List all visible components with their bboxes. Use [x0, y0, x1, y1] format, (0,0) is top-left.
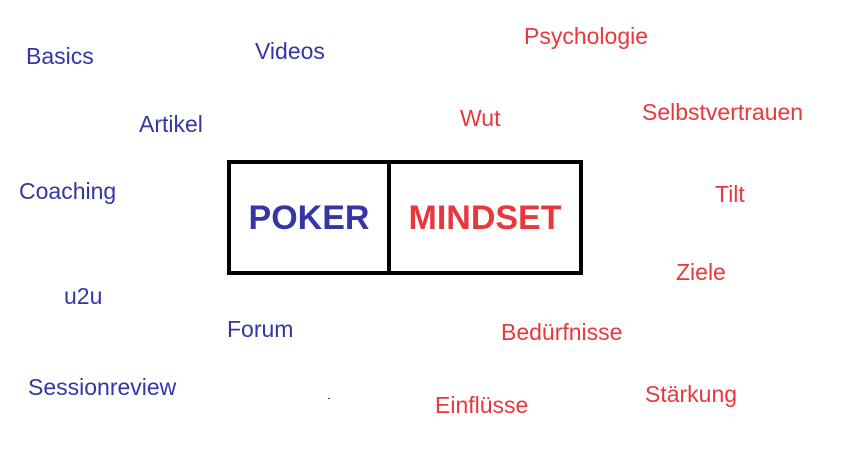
poker-box: POKER — [227, 160, 391, 275]
term-psychologie: Psychologie — [524, 23, 649, 49]
term-forum: Forum — [227, 316, 294, 342]
term-basics: Basics — [26, 43, 94, 69]
term-sessionreview: Sessionreview — [28, 374, 177, 400]
mindset-label: MINDSET — [408, 198, 562, 237]
term-ziele: Ziele — [676, 259, 726, 285]
term-wut: Wut — [460, 105, 501, 131]
term-selbstvertrauen: Selbstvertrauen — [642, 99, 804, 125]
term-tilt: Tilt — [715, 181, 745, 207]
term-u2u: u2u — [64, 283, 103, 309]
term-artikel: Artikel — [139, 111, 203, 137]
mindset-box: MINDSET — [387, 160, 583, 275]
term-beduerfnisse: Bedürfnisse — [501, 319, 623, 345]
term-videos: Videos — [255, 38, 325, 64]
stray-dot — [328, 398, 330, 399]
term-coaching: Coaching — [19, 178, 117, 204]
term-einfluesse: Einflüsse — [435, 392, 529, 418]
term-staerkung: Stärkung — [645, 381, 738, 407]
poker-label: POKER — [248, 198, 370, 237]
